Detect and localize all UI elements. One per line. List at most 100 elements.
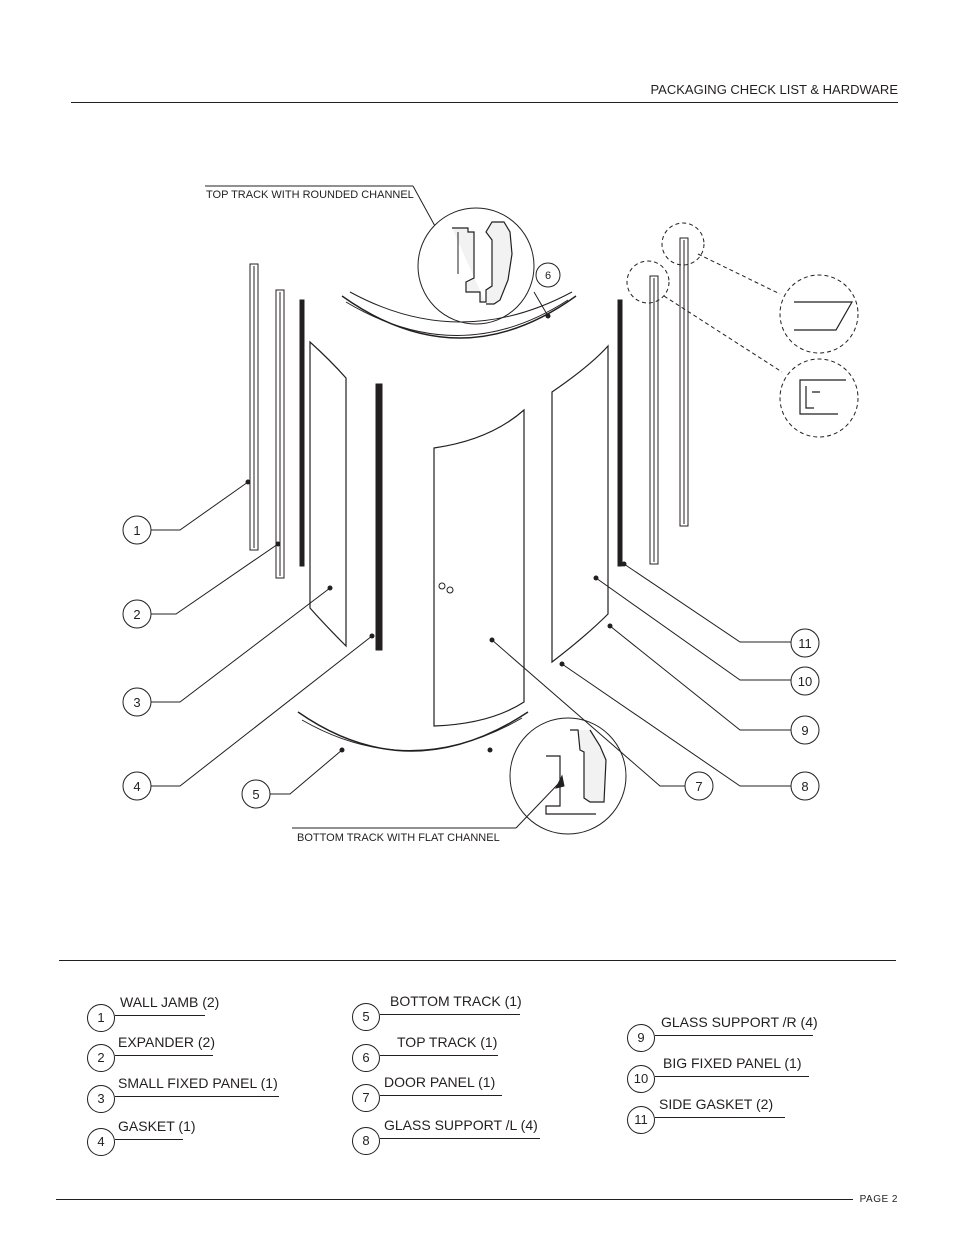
marker-7-text: 7 <box>695 779 702 794</box>
leader-1 <box>150 481 249 531</box>
marker-1-text: 1 <box>133 523 140 538</box>
marker-3-text: 3 <box>133 695 140 710</box>
marker-9 <box>790 715 820 745</box>
bottom-track-callout-leader <box>515 781 561 829</box>
marker-10 <box>790 666 820 696</box>
door-knob-2 <box>446 586 454 594</box>
parts-list-item: 7 DOOR PANEL (1) <box>352 1074 532 1114</box>
bottom-track-profile <box>570 729 607 803</box>
parts-list-item: 11 SIDE GASKET (2) <box>627 1096 827 1136</box>
parts-list-item: 8 GLASS SUPPORT /L (4) <box>352 1117 552 1157</box>
gasket <box>375 383 383 651</box>
parts-number-badge: 2 <box>87 1044 115 1072</box>
leader-5 <box>270 749 343 795</box>
small-fixed-panel <box>309 340 347 648</box>
parts-number-badge: 10 <box>627 1065 655 1093</box>
bottom-track-callout-label: BOTTOM TRACK WITH FLAT CHANNEL <box>297 832 500 844</box>
marker-9-text: 9 <box>801 723 808 738</box>
bottom-track-profile-base <box>545 755 596 815</box>
leader-9 <box>609 625 792 731</box>
side-gasket-left <box>299 299 305 567</box>
parts-label: GLASS SUPPORT /L (4) <box>384 1117 538 1133</box>
leader-4 <box>150 635 373 787</box>
parts-list-item: 4 GASKET (1) <box>87 1118 227 1158</box>
marker-6 <box>535 262 561 288</box>
parts-label: SIDE GASKET (2) <box>659 1096 774 1112</box>
detail-circle-jamb <box>779 358 859 438</box>
detail-circle-small-top <box>661 222 705 266</box>
parts-number-badge: 1 <box>87 1004 115 1032</box>
parts-number-badge: 8 <box>352 1127 380 1155</box>
detail-leader-2 <box>663 295 783 373</box>
top-track-callout-label: TOP TRACK WITH ROUNDED CHANNEL <box>206 189 414 201</box>
side-gasket-right <box>617 299 623 567</box>
parts-list-item: 3 SMALL FIXED PANEL (1) <box>87 1075 287 1115</box>
marker-8 <box>790 771 820 801</box>
parts-list-item: 2 EXPANDER (2) <box>87 1034 227 1074</box>
marker-4 <box>122 771 152 801</box>
big-fixed-panel <box>551 344 609 664</box>
leader-8 <box>561 663 792 787</box>
top-track-arc-top <box>349 291 573 323</box>
parts-number-badge: 5 <box>352 1003 380 1031</box>
parts-label: TOP TRACK (1) <box>397 1034 498 1050</box>
marker-5-text: 5 <box>252 787 259 802</box>
marker-11-text: 11 <box>798 636 812 651</box>
top-track-arc-inner <box>345 299 569 336</box>
parts-label: BOTTOM TRACK (1) <box>390 993 522 1009</box>
jamb-profile <box>799 379 846 415</box>
parts-label: SMALL FIXED PANEL (1) <box>118 1075 278 1091</box>
bottom-track-arc-outer <box>297 711 529 752</box>
marker-10-text: 10 <box>798 674 812 689</box>
marker-6-text: 6 <box>545 270 551 282</box>
parts-number-badge: 9 <box>627 1024 655 1052</box>
parts-list-item: 6 TOP TRACK (1) <box>352 1034 532 1074</box>
bottom-track-arc-inner <box>301 717 523 751</box>
marker-4-text: 4 <box>133 779 140 794</box>
header-rule <box>71 102 898 103</box>
parts-list-item: 5 BOTTOM TRACK (1) <box>352 993 532 1033</box>
page-title: PACKAGING CHECK LIST & HARDWARE <box>650 82 898 97</box>
leader-3 <box>150 587 331 703</box>
door-panel <box>433 408 525 727</box>
parts-list-item: 9 GLASS SUPPORT /R (4) <box>627 1014 827 1054</box>
bottom-track-arrow <box>555 774 565 789</box>
parts-label: GLASS SUPPORT /R (4) <box>661 1014 818 1030</box>
door-knob <box>438 582 446 590</box>
parts-list-item: 10 BIG FIXED PANEL (1) <box>627 1055 827 1095</box>
parts-list-item: 1 WALL JAMB (2) <box>87 994 227 1034</box>
detail-circle-small-bottom <box>626 260 670 304</box>
marker-3 <box>122 687 152 717</box>
parts-label: BIG FIXED PANEL (1) <box>663 1055 802 1071</box>
parts-label: WALL JAMB (2) <box>120 994 220 1010</box>
detail-circle-expander <box>779 274 859 354</box>
top-track-profile <box>452 221 513 305</box>
detail-leader-1 <box>697 253 781 295</box>
leader-7 <box>491 639 686 787</box>
page-number: PAGE 2 <box>859 1194 898 1205</box>
top-track-detail-leader <box>533 291 549 317</box>
marker-1 <box>122 515 152 545</box>
leader-10 <box>595 577 792 681</box>
marker-5 <box>241 779 271 809</box>
leader-2 <box>150 543 279 615</box>
marker-2 <box>122 599 152 629</box>
leader-11 <box>623 563 792 643</box>
expander-profile <box>794 301 854 331</box>
parts-number-badge: 7 <box>352 1084 380 1112</box>
parts-label: EXPANDER (2) <box>118 1034 215 1050</box>
parts-number-badge: 3 <box>87 1085 115 1113</box>
marker-11 <box>790 628 820 658</box>
parts-number-badge: 4 <box>87 1128 115 1156</box>
marker-7 <box>684 771 714 801</box>
marker-8-text: 8 <box>801 779 808 794</box>
marker-2-text: 2 <box>133 607 140 622</box>
parts-number-badge: 6 <box>352 1044 380 1072</box>
parts-number-badge: 11 <box>627 1106 655 1134</box>
footer-rule <box>56 1199 853 1200</box>
parts-label: DOOR PANEL (1) <box>384 1074 496 1090</box>
top-track-detail-circle <box>417 207 535 325</box>
parts-label: GASKET (1) <box>118 1118 196 1134</box>
parts-list-rule <box>59 960 896 961</box>
